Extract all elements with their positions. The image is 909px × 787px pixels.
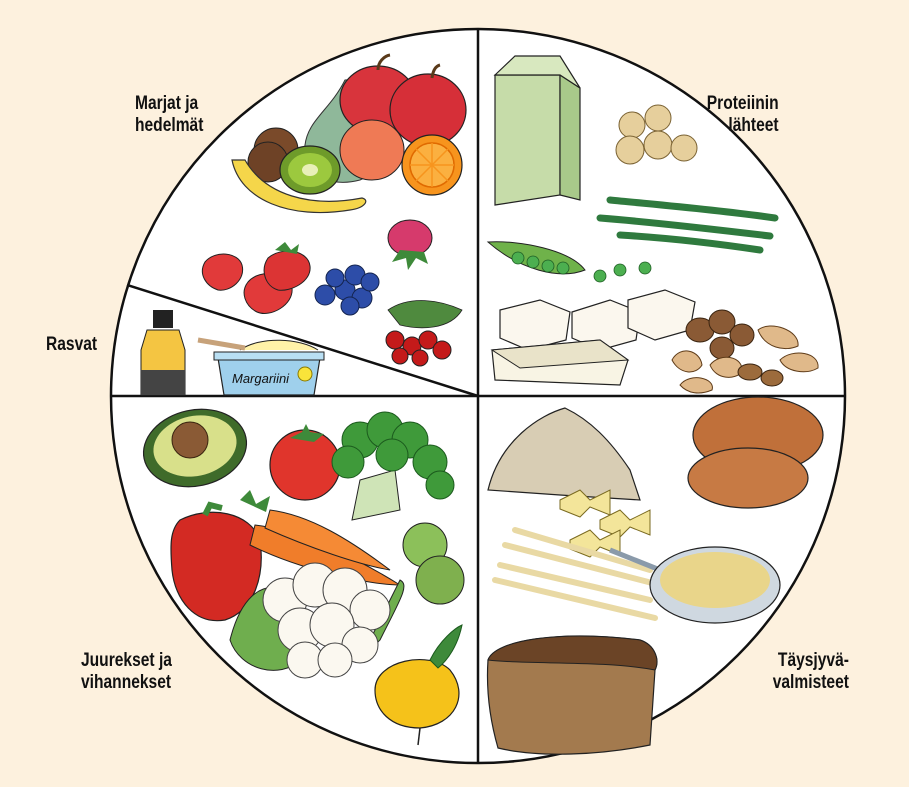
margarine-label: Margariini (232, 371, 290, 386)
label-grains: Täysjyvä- valmisteet (773, 650, 849, 694)
label-fruits: Marjat ja hedelmät (135, 93, 203, 137)
label-fats: Rasvat (46, 334, 97, 356)
label-proteins: Proteiinin lähteet (707, 93, 779, 137)
label-vegetables: Juurekset ja vihannekset (81, 650, 172, 694)
